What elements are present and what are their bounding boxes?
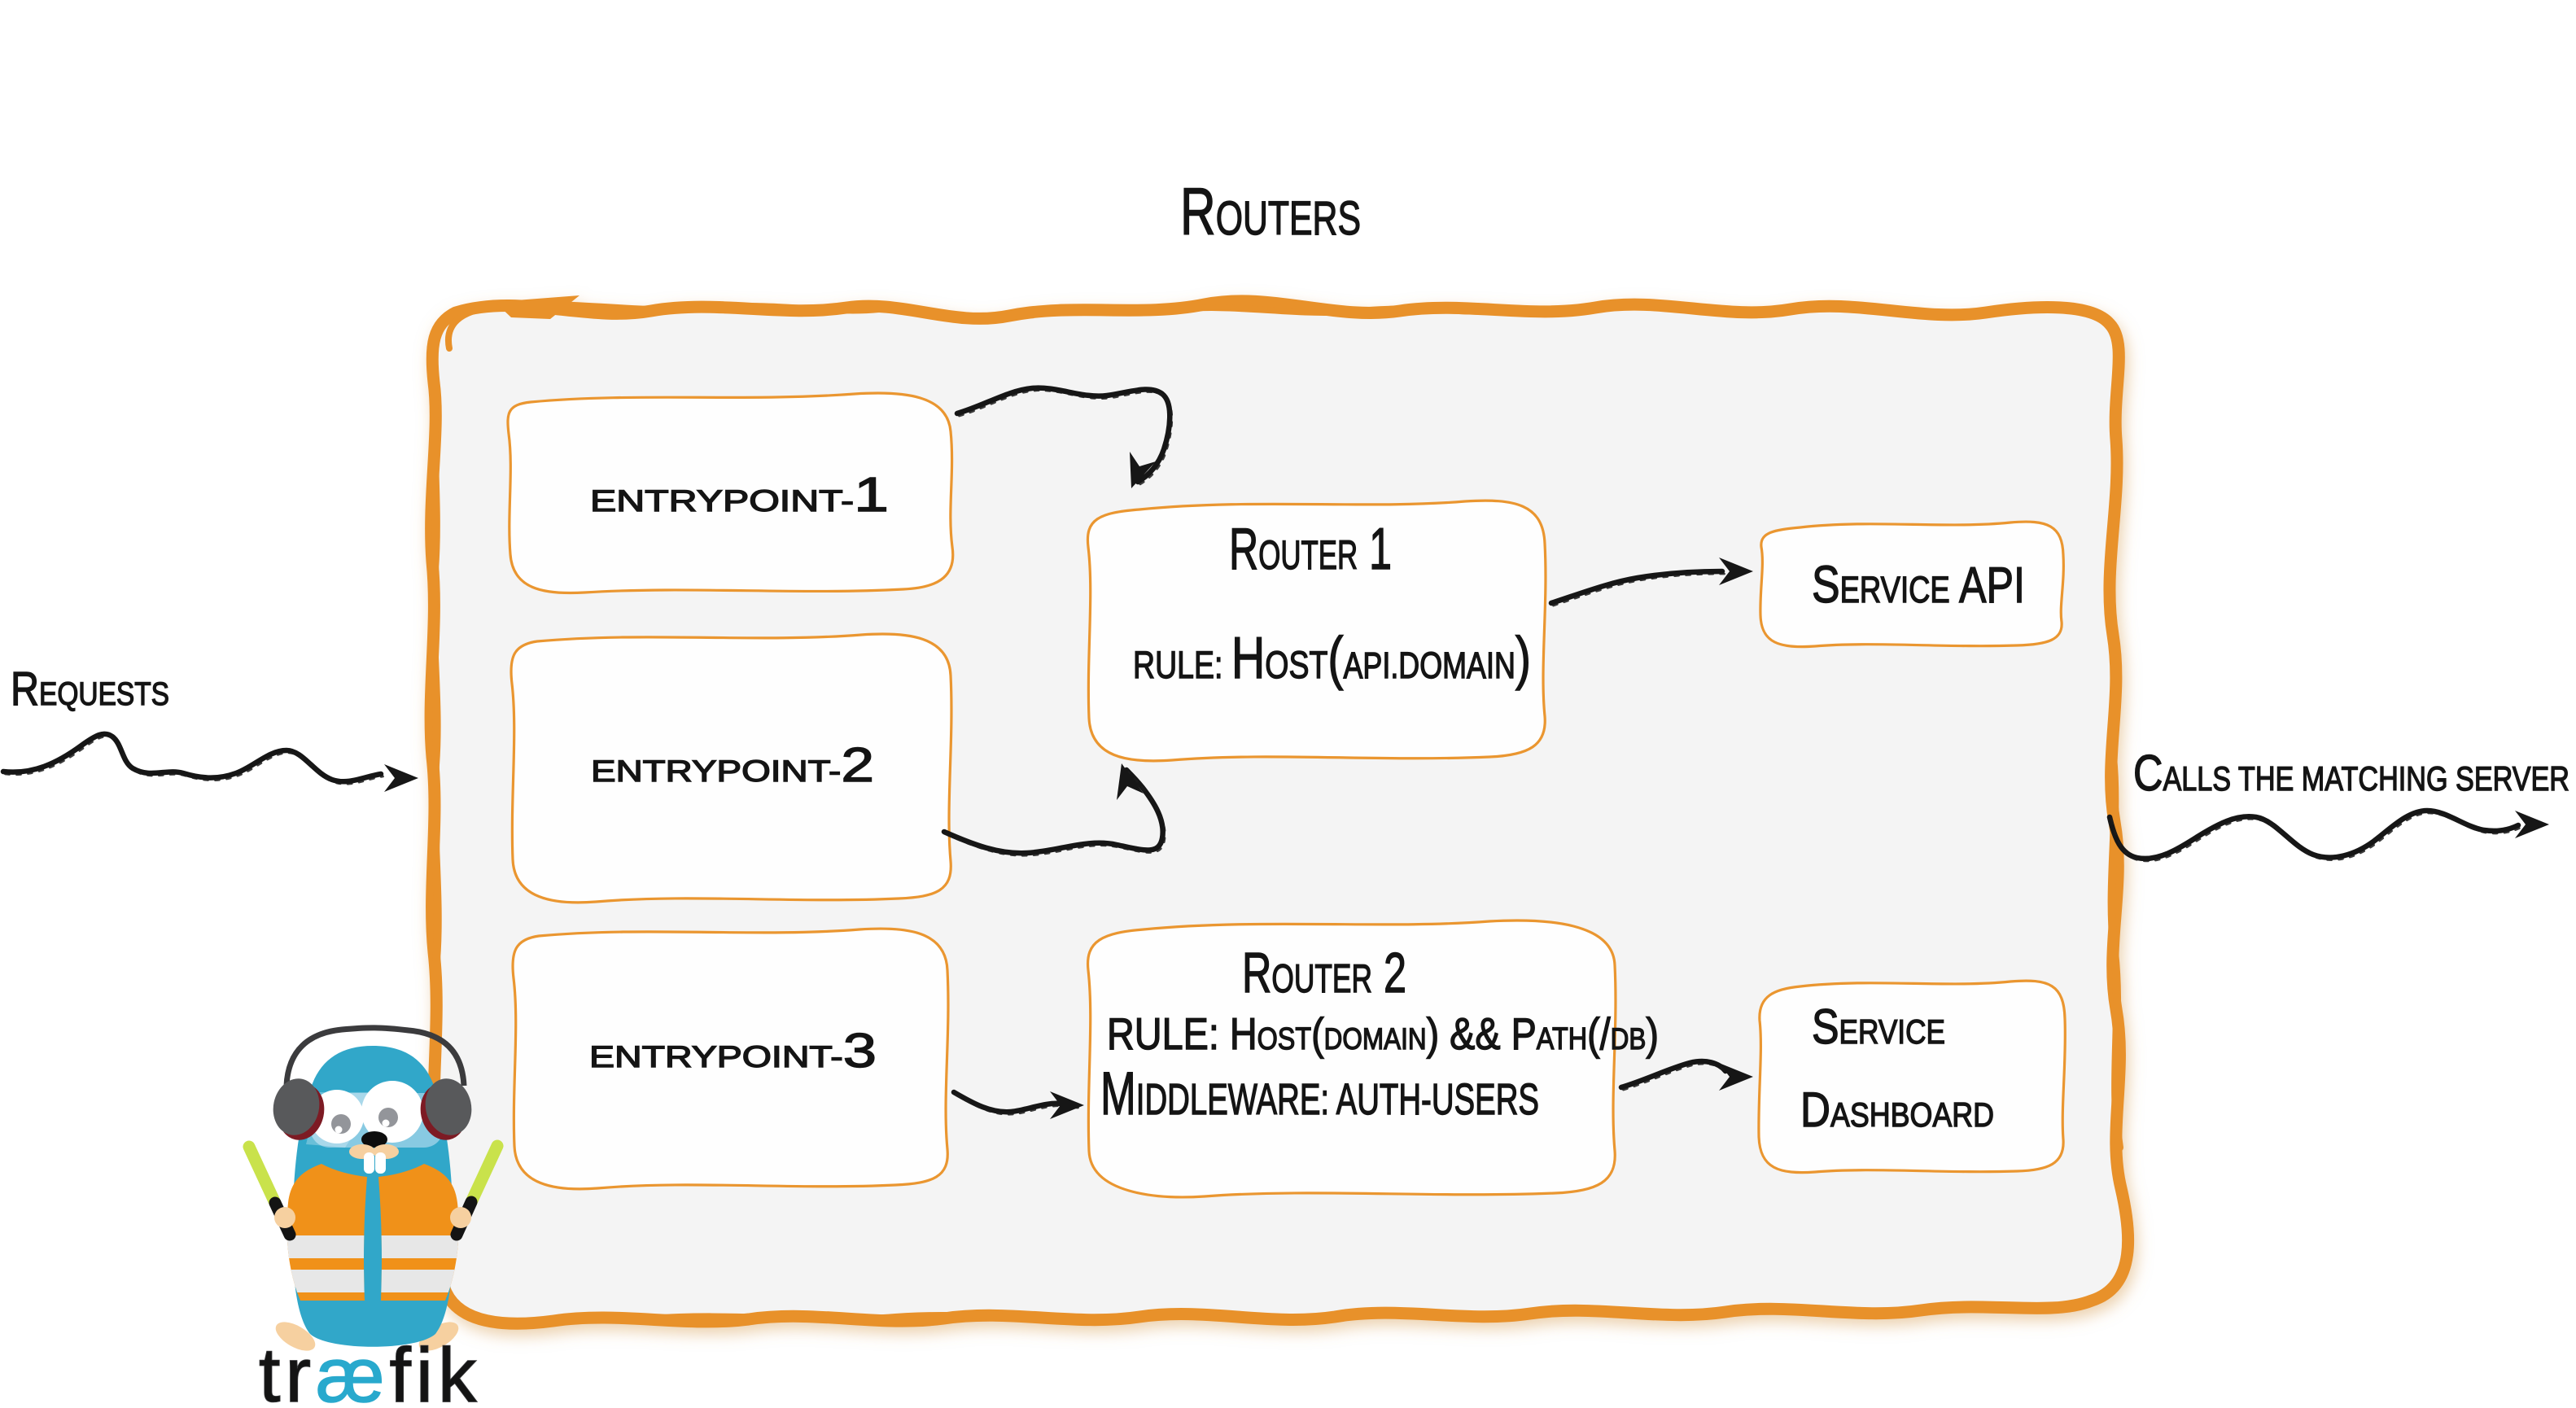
svg-text:ENTRYPOINT-3: ENTRYPOINT-3	[589, 1024, 877, 1078]
svg-text:SERVICE: SERVICE	[1812, 999, 1945, 1054]
svg-text:ENTRYPOINT-2: ENTRYPOINT-2	[591, 738, 874, 792]
svg-text:ROUTER 2: ROUTER 2	[1242, 941, 1406, 1004]
svg-text:RULE: HOST(API.DOMAIN): RULE: HOST(API.DOMAIN)	[1133, 626, 1531, 691]
svg-text:RULE: HOST(DOMAIN) && PATH(/DB: RULE: HOST(DOMAIN) && PATH(/DB)	[1107, 1008, 1659, 1059]
svg-text:SERVICE API: SERVICE API	[1812, 555, 2025, 614]
svg-text:MIDDLEWARE: AUTH-USERS: MIDDLEWARE: AUTH-USERS	[1100, 1060, 1539, 1127]
svg-text:REQUESTS: REQUESTS	[11, 662, 169, 715]
svg-text:ENTRYPOINT-1: ENTRYPOINT-1	[590, 468, 889, 522]
svg-text:ROUTER 1: ROUTER 1	[1229, 517, 1392, 582]
svg-text:CALLS THE MATCHING SERVER: CALLS THE MATCHING SERVER	[2133, 746, 2569, 802]
svg-text:træfik: træfik	[259, 1332, 482, 1408]
svg-text:DASHBOARD: DASHBOARD	[1800, 1082, 1994, 1137]
svg-text:ROUTERS: ROUTERS	[1180, 175, 1361, 249]
